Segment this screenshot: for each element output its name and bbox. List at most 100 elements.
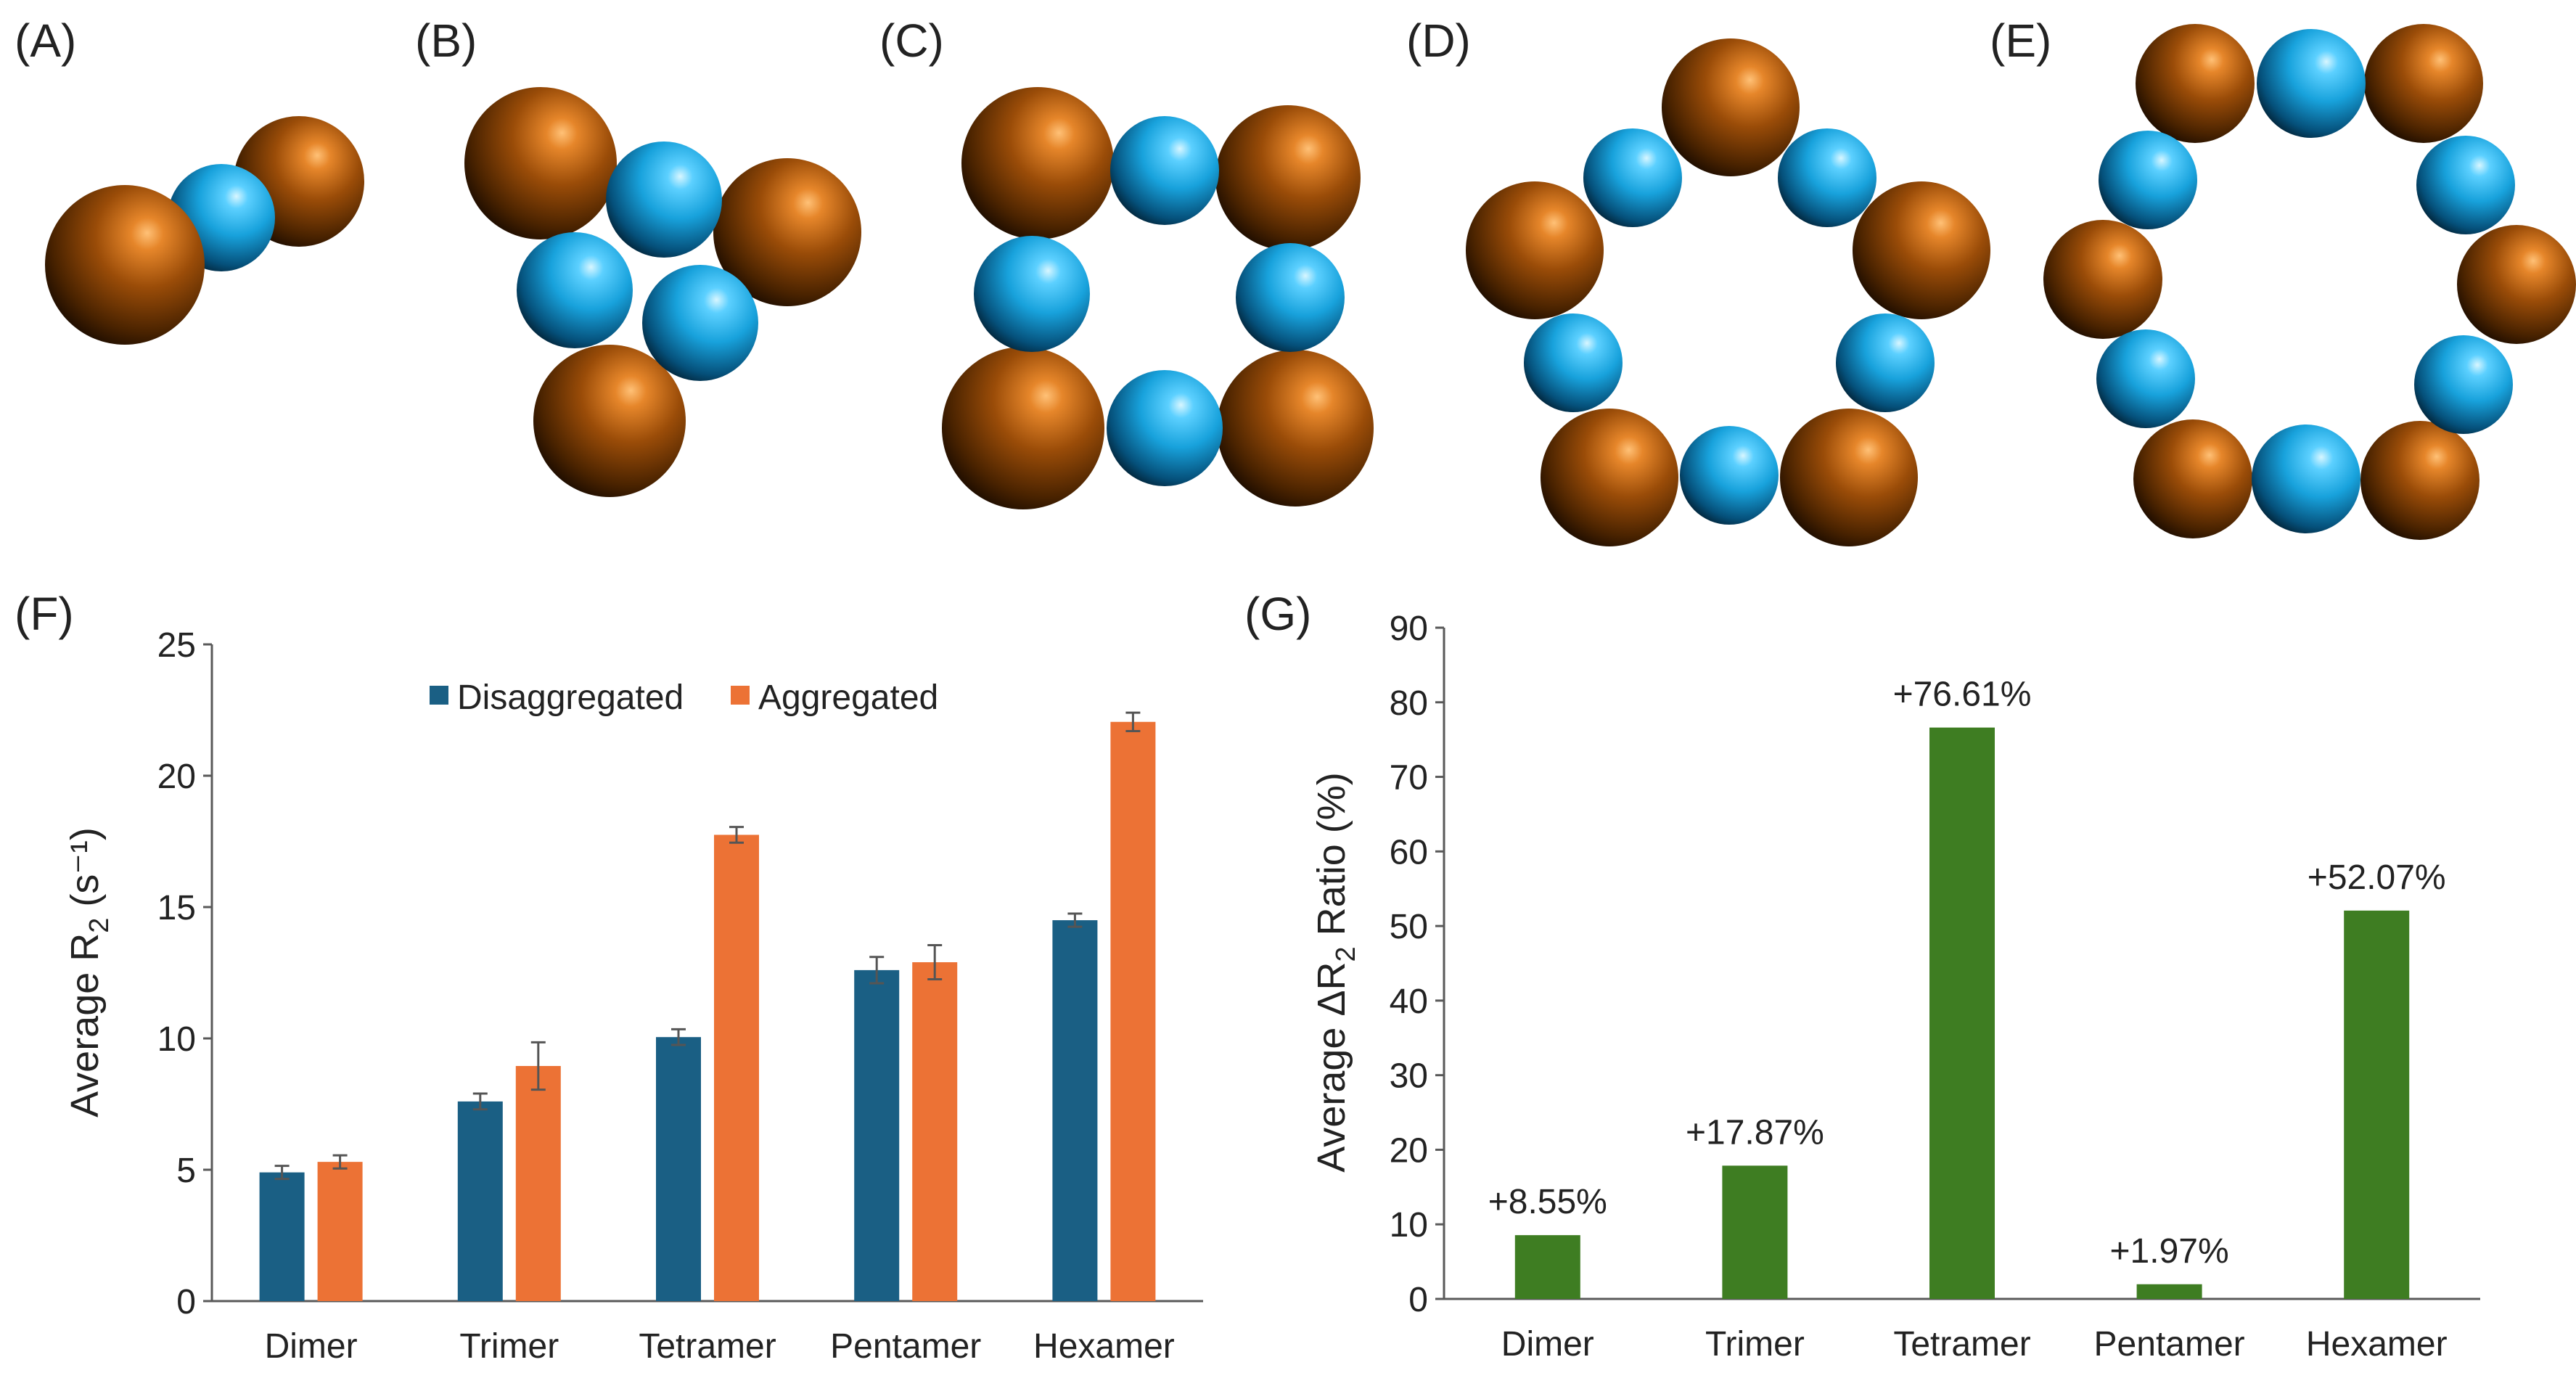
y-tick-label: 70	[1390, 759, 1428, 797]
brown-particle	[1466, 181, 1604, 319]
bar-disaggregated-dimer	[259, 1172, 305, 1301]
pentamer-model	[1466, 38, 1990, 546]
blue-particle	[1836, 313, 1935, 412]
bar-trimer	[1722, 1165, 1788, 1299]
brown-particle	[961, 87, 1114, 239]
blue-particle	[1778, 128, 1876, 227]
blue-particle	[2252, 425, 2360, 533]
y-tick-label: 0	[176, 1283, 196, 1321]
legend-label-aggregated: Aggregated	[758, 678, 938, 717]
blue-particle	[2096, 329, 2195, 428]
brown-particle	[1215, 105, 1361, 250]
brown-particle	[942, 347, 1104, 509]
y-tick-label: 20	[157, 758, 196, 796]
bar-disaggregated-tetramer	[656, 1037, 701, 1301]
brown-particle	[464, 87, 617, 239]
category-label-pentamer: Pentamer	[2094, 1325, 2245, 1364]
y-tick-label: 40	[1390, 983, 1428, 1021]
blue-particle	[1110, 116, 1219, 225]
brown-particle	[1541, 409, 1678, 546]
blue-particle	[2257, 29, 2366, 138]
panel-label-a: (A)	[15, 15, 76, 67]
category-label-tetramer: Tetramer	[1893, 1325, 2030, 1364]
data-label-tetramer: +76.61%	[1893, 676, 2032, 714]
brown-particle	[2364, 24, 2483, 143]
y-tick-label: 10	[1390, 1206, 1428, 1244]
dimer-model	[45, 116, 364, 345]
brown-particle	[2133, 419, 2252, 538]
brown-particle	[2043, 220, 2162, 339]
blue-particle	[517, 232, 633, 348]
brown-particle	[1662, 38, 1800, 176]
data-label-dimer: +8.55%	[1488, 1183, 1607, 1221]
blue-particle	[1583, 128, 1682, 227]
category-label-hexamer: Hexamer	[2306, 1325, 2448, 1364]
blue-particle	[606, 142, 722, 258]
bar-aggregated-trimer	[515, 1066, 561, 1301]
brown-particle	[1780, 409, 1918, 546]
data-label-hexamer: +52.07%	[2308, 858, 2446, 897]
legend-swatch-disaggregated	[430, 686, 448, 705]
bar-pentamer	[2136, 1284, 2202, 1299]
hexamer-model	[2043, 24, 2576, 540]
panel-label-f: (F)	[15, 588, 74, 640]
data-label-pentamer: +1.97%	[2110, 1232, 2229, 1271]
legend-label-disaggregated: Disaggregated	[457, 678, 684, 717]
bar-aggregated-pentamer	[912, 962, 958, 1301]
blue-particle	[2416, 136, 2515, 234]
legend: Disaggregated Aggregated	[430, 678, 938, 717]
brown-particle	[533, 345, 686, 497]
y-tick-label: 25	[157, 626, 196, 665]
y-axis-title: Average R2 (s⁻¹)	[63, 827, 115, 1118]
tetramer-model	[942, 87, 1374, 509]
bar-hexamer	[2344, 910, 2410, 1299]
bar-tetramer	[1929, 727, 1995, 1299]
legend-swatch-aggregated	[731, 686, 750, 705]
bar-aggregated-hexamer	[1110, 721, 1156, 1301]
y-tick-label: 90	[1390, 610, 1428, 648]
blue-particle	[1680, 426, 1779, 525]
y-tick-label: 20	[1390, 1131, 1428, 1170]
category-label-hexamer: Hexamer	[1033, 1327, 1175, 1366]
category-label-trimer: Trimer	[459, 1327, 559, 1366]
y-tick-label: 50	[1390, 908, 1428, 946]
chart-g: Average ΔR2 Ratio (%) 010203040506070809…	[1310, 610, 2480, 1364]
bar-aggregated-dimer	[317, 1162, 363, 1301]
trimer-model	[464, 87, 861, 497]
data-label-trimer: +17.87%	[1686, 1113, 1824, 1152]
y-tick-label: 10	[157, 1020, 196, 1059]
panel-label-g: (G)	[1244, 588, 1311, 640]
chart-f: Average R2 (s⁻¹) Disaggregated Aggregate…	[63, 626, 1203, 1366]
panel-label-b: (B)	[415, 15, 477, 67]
y-axis-title: Average ΔR2 Ratio (%)	[1310, 772, 1361, 1172]
panel-label-d: (D)	[1406, 15, 1471, 67]
category-label-dimer: Dimer	[1501, 1325, 1594, 1364]
category-label-dimer: Dimer	[265, 1327, 358, 1366]
y-tick-label: 5	[176, 1152, 196, 1190]
bar-disaggregated-trimer	[457, 1101, 503, 1301]
y-tick-label: 60	[1390, 833, 1428, 872]
bar-aggregated-tetramer	[714, 835, 759, 1301]
category-label-trimer: Trimer	[1705, 1325, 1805, 1364]
bar-disaggregated-hexamer	[1052, 920, 1098, 1301]
blue-particle	[2099, 131, 2197, 229]
brown-particle	[2136, 24, 2255, 143]
y-tick-label: 30	[1390, 1057, 1428, 1096]
y-tick-label: 15	[157, 889, 196, 927]
brown-particle	[1217, 350, 1374, 507]
blue-particle	[1524, 313, 1623, 412]
brown-particle	[713, 158, 861, 306]
brown-particle	[1853, 181, 1990, 319]
category-label-pentamer: Pentamer	[830, 1327, 981, 1366]
y-tick-label: 0	[1408, 1281, 1428, 1319]
panel-label-e: (E)	[1990, 15, 2051, 67]
bar-disaggregated-pentamer	[854, 969, 900, 1301]
brown-particle	[45, 185, 205, 345]
blue-particle	[1236, 243, 1345, 352]
bar-dimer	[1514, 1235, 1580, 1299]
blue-particle	[642, 265, 758, 381]
blue-particle	[1107, 370, 1223, 486]
brown-particle	[2360, 421, 2479, 540]
category-label-tetramer: Tetramer	[639, 1327, 776, 1366]
blue-particle	[2414, 335, 2513, 434]
